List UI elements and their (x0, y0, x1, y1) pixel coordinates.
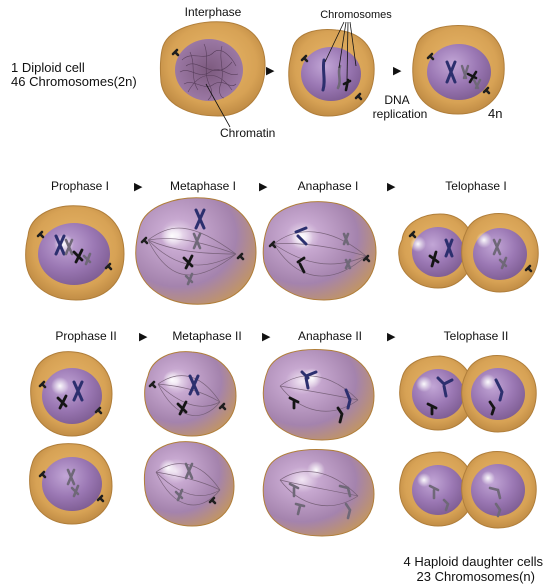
chromosomes-label: Chromosomes (320, 8, 392, 22)
anaphase-2-cell-upper (263, 350, 374, 440)
diploid-line1: 1 Diploid cell (11, 61, 85, 75)
arrow-icon: ▶ (262, 331, 270, 343)
prophase-2-cell-upper (31, 352, 112, 436)
nucleus-highlight (476, 232, 492, 248)
prophase-2-cell-lower (30, 444, 112, 524)
nucleus-highlight (410, 236, 426, 252)
nucleus-highlight (480, 374, 496, 390)
chromosome (346, 260, 350, 268)
diploid-line2: 46 Chromosomes(2n) (11, 75, 137, 89)
stage-label-telophase-1: Telophase I (445, 179, 506, 193)
stage-label-prophase-1: Prophase I (51, 179, 109, 193)
nucleus (175, 39, 243, 101)
chromosome (344, 234, 348, 244)
nucleus-right (471, 368, 525, 420)
dna-label: DNA (384, 93, 409, 107)
stage-label-metaphase-2: Metaphase II (172, 329, 241, 343)
spindle-pole-glow (307, 461, 325, 479)
nucleus-highlight (481, 471, 495, 485)
prophase-1-cell (26, 206, 124, 300)
result-line1: 4 Haploid daughter cells (404, 555, 543, 569)
nucleus (38, 223, 110, 285)
nucleus-highlight (416, 376, 432, 392)
arrow-icon: ▶ (266, 65, 274, 77)
stage-label-metaphase-1: Metaphase I (170, 179, 236, 193)
chromatin-label: Chromatin (220, 126, 275, 140)
arrow-icon: ▶ (387, 181, 395, 193)
arrow-icon: ▶ (393, 65, 401, 77)
anaphase-1-cell (263, 202, 376, 300)
interphase-cell-2 (289, 30, 374, 116)
chromosome (323, 60, 324, 90)
stage-label-anaphase-1: Anaphase I (298, 179, 359, 193)
arrow-icon: ▶ (134, 181, 142, 193)
arrow-icon: ▶ (387, 331, 395, 343)
result-line2: 23 Chromosomes(n) (417, 570, 536, 584)
spindle-pole-glow (163, 371, 181, 389)
interphase-label: Interphase (185, 5, 242, 19)
nucleus (301, 47, 361, 101)
four-n-label: 4n (488, 107, 502, 121)
nucleus (42, 368, 102, 424)
stage-label-telophase-2: Telophase II (444, 329, 509, 343)
nucleus-highlight (417, 473, 431, 487)
chromosome (338, 66, 340, 88)
replicated-cell (413, 26, 504, 114)
telophase-2-cells-upper (400, 356, 537, 432)
telophase-2-cells-lower (400, 452, 537, 528)
interphase-cell (160, 22, 265, 116)
nucleus-highlight (51, 377, 69, 395)
stage-label-prophase-2: Prophase II (55, 329, 116, 343)
metaphase-1-cell (136, 198, 256, 304)
arrow-icon: ▶ (139, 331, 147, 343)
cell-membrane (263, 350, 374, 440)
metaphase-2-cell-lower (144, 442, 234, 526)
stage-label-anaphase-2: Anaphase II (298, 329, 362, 343)
nucleus (42, 457, 102, 511)
nucleus (427, 44, 491, 100)
nucleus-left (412, 227, 464, 277)
cell-membrane (144, 442, 234, 526)
replication-label: replication (373, 107, 428, 121)
arrow-icon: ▶ (259, 181, 267, 193)
telophase-1-cells (399, 214, 538, 292)
anaphase-2-cell-lower (263, 450, 374, 536)
metaphase-2-cell-upper (145, 352, 236, 436)
